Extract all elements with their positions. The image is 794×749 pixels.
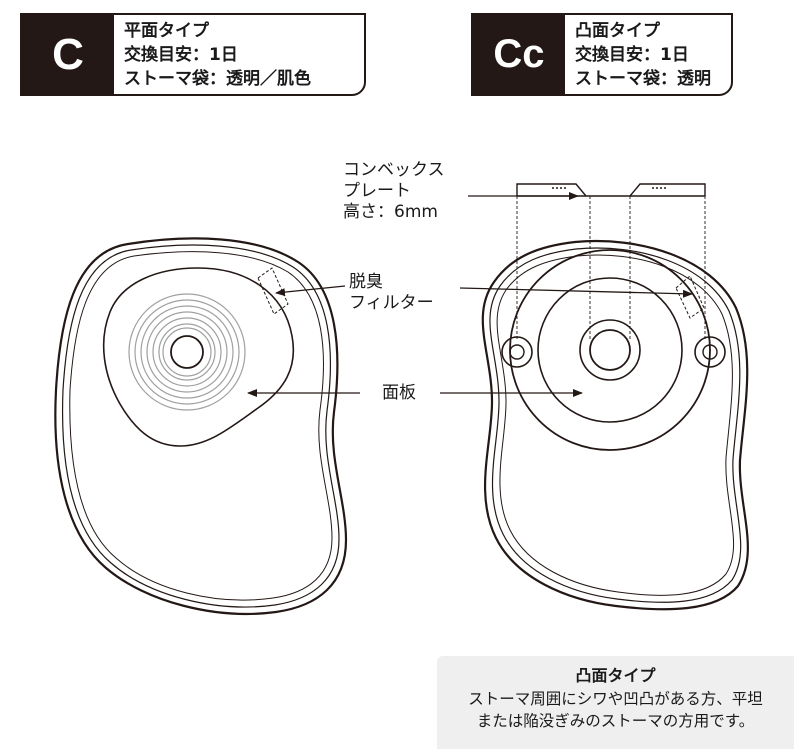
- convex-faceplate: [509, 249, 711, 451]
- convex-filter: [675, 275, 705, 319]
- convex-pouch: [481, 183, 749, 611]
- callout-arrows: [247, 192, 693, 397]
- convex-plate-outer: [537, 277, 683, 423]
- flat-pouch-outline: [54, 237, 348, 615]
- convex-type-name: 凸面タイプ: [575, 21, 660, 41]
- filter-arrow-right: [459, 287, 693, 298]
- flat-filter: [257, 267, 289, 315]
- flat-pouch: [54, 237, 348, 615]
- convex-plate-label-line-1: コンベックス: [343, 160, 445, 180]
- convex-plate-label-line-2: プレート: [343, 181, 411, 201]
- convex-plate-inner: [579, 319, 641, 381]
- convex-plate-label: コンベックス プレート 高さ：6mm: [343, 160, 445, 223]
- flat-pouch-outline-inner-2: [69, 251, 333, 601]
- flat-pouch-outline-inner: [61, 244, 340, 608]
- convex-type-badge: Cc 凸面タイプ 交換目安：1日 ストーマ袋：透明: [471, 13, 733, 96]
- convex-left-ear-hole: [509, 344, 525, 360]
- filter-label: 脱臭 フィルター: [349, 272, 434, 314]
- filter-label-line-1: 脱臭: [349, 272, 383, 292]
- filter-arrow-left: [275, 285, 346, 297]
- info-body: ストーマ周囲にシワや凹凸がある方、平坦 または陥没ぎみのストーマの方用です。: [437, 688, 794, 732]
- convex-type-code: Cc: [473, 15, 565, 94]
- flat-stoma-hole: [170, 335, 204, 369]
- convex-pouch-outline-inner: [489, 247, 742, 603]
- flat-type-details: 平面タイプ 交換目安：1日 ストーマ袋：透明／肌色: [114, 15, 311, 94]
- convex-pouch-outline: [481, 239, 749, 611]
- projection-lines: [516, 196, 706, 340]
- flat-type-code: C: [22, 15, 114, 94]
- convex-pouch-outline-inner-2: [496, 254, 735, 596]
- convex-plate-profile: [516, 183, 706, 197]
- filter-label-line-2: フィルター: [349, 293, 434, 313]
- flat-type-change-interval: 交換目安：1日: [124, 45, 238, 65]
- faceplate-label: 面板: [382, 383, 416, 403]
- info-body-line-1: ストーマ周囲にシワや凹凸がある方、平坦: [468, 690, 763, 708]
- flat-type-badge: C 平面タイプ 交換目安：1日 ストーマ袋：透明／肌色: [20, 13, 366, 96]
- convex-info-box: 凸面タイプ ストーマ周囲にシワや凹凸がある方、平坦 または陥没ぎみのストーマの方…: [437, 656, 794, 749]
- flat-type-pouch-color: ストーマ袋：透明／肌色: [124, 69, 311, 89]
- convex-type-pouch-color: ストーマ袋：透明: [575, 69, 711, 89]
- convex-left-ear: [501, 336, 533, 368]
- convex-plate-height: 高さ：6mm: [343, 202, 438, 222]
- info-title: 凸面タイプ: [575, 666, 656, 685]
- info-body-line-2: または陥没ぎみのストーマの方用です。: [476, 712, 755, 730]
- flat-faceplate: [102, 267, 295, 447]
- convex-type-details: 凸面タイプ 交換目安：1日 ストーマ袋：透明: [565, 15, 711, 94]
- flat-stoma-rings: [128, 293, 246, 411]
- convex-type-change-interval: 交換目安：1日: [575, 45, 689, 65]
- flat-type-name: 平面タイプ: [124, 21, 209, 41]
- convex-stoma-hole: [589, 329, 631, 371]
